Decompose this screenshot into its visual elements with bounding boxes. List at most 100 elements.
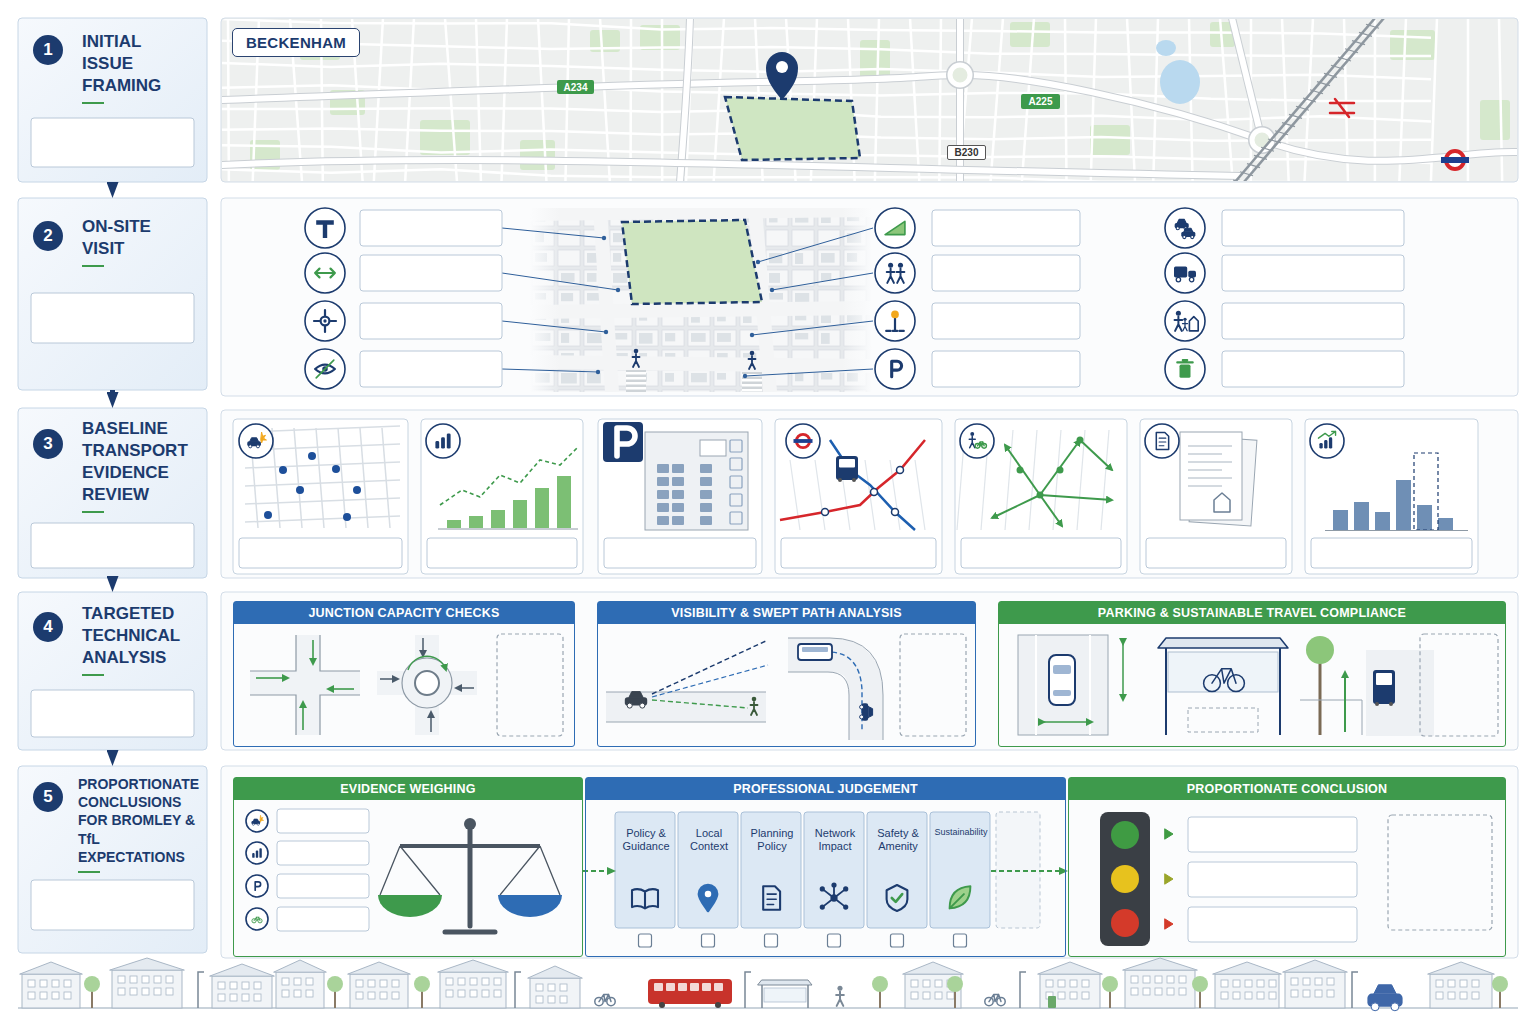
icon-bike xyxy=(254,917,260,921)
step-number: 5 xyxy=(33,782,63,812)
house xyxy=(154,976,161,983)
aerial-view xyxy=(662,390,684,392)
panel-header: JUNCTION CAPACITY CHECKS xyxy=(234,602,574,624)
analysis-panel: PARKING & SUSTAINABLE TRAVEL COMPLIANCE xyxy=(998,601,1506,747)
house xyxy=(118,988,125,995)
checkbox xyxy=(891,934,904,947)
icon-crash xyxy=(247,432,266,447)
icon-family xyxy=(1175,311,1199,331)
lamp-post xyxy=(515,972,521,1008)
aerial-view xyxy=(769,293,783,300)
label-text: PROPORTIONATE CONCLUSIONS FOR BROMLEY & … xyxy=(78,775,204,866)
icon-trend xyxy=(1324,440,1327,449)
parking-layout xyxy=(672,516,684,525)
house xyxy=(1245,992,1252,999)
crossroads-junction xyxy=(250,635,360,735)
illustration xyxy=(875,349,915,389)
blank-box xyxy=(1222,351,1404,387)
illustration xyxy=(1145,424,1179,458)
analysis-panel: JUNCTION CAPACITY CHECKS xyxy=(233,601,575,747)
transit-map xyxy=(897,467,904,474)
collision-map xyxy=(343,513,351,521)
house xyxy=(548,996,555,1003)
house xyxy=(368,992,375,999)
icon-bin xyxy=(1177,360,1192,362)
icon-crash xyxy=(252,823,254,825)
house xyxy=(1167,988,1174,995)
map-panel xyxy=(221,18,1518,182)
icon-walkbike xyxy=(977,442,984,446)
house xyxy=(1460,992,1467,999)
scales xyxy=(498,895,562,917)
visibility-splay xyxy=(652,665,768,697)
panel xyxy=(221,766,1518,958)
park xyxy=(1010,22,1050,47)
house xyxy=(1428,962,1494,1008)
street xyxy=(629,19,632,181)
title-underline xyxy=(78,871,100,873)
aerial-view xyxy=(792,330,814,346)
house xyxy=(254,994,261,1001)
number-text: 1 xyxy=(43,40,52,60)
railway-tie xyxy=(1282,123,1295,127)
parking-bay xyxy=(1018,635,1108,735)
parking-layout xyxy=(730,512,742,524)
icon-family xyxy=(1182,321,1187,330)
railway xyxy=(1244,19,1384,181)
road-label: A225 xyxy=(1021,94,1060,109)
traffic-count-chart xyxy=(535,488,549,528)
parking-layout xyxy=(700,503,712,512)
railway-tie xyxy=(1275,131,1288,135)
house xyxy=(1303,990,1310,997)
step-panel xyxy=(18,592,207,750)
checkbox xyxy=(639,934,652,947)
icon-family xyxy=(1175,317,1183,331)
house xyxy=(528,966,582,1008)
house xyxy=(1472,980,1479,987)
street xyxy=(1065,19,1066,181)
analysis-panel: PROPORTIONATE CONCLUSION xyxy=(1068,777,1506,957)
blank-box xyxy=(781,538,936,568)
traffic-count-chart xyxy=(557,476,571,528)
icon-bars xyxy=(441,437,445,448)
trip-chart xyxy=(1438,518,1453,530)
crossroads-junction xyxy=(312,640,314,664)
visibility-splay xyxy=(640,703,645,708)
house xyxy=(1233,992,1240,999)
bus-stop xyxy=(764,988,806,1002)
railway-tie xyxy=(1289,114,1302,118)
house xyxy=(1058,980,1065,987)
aerial-view xyxy=(766,270,788,286)
street-map xyxy=(222,19,1517,181)
aerial-view xyxy=(688,330,710,346)
house xyxy=(1291,978,1298,985)
traffic-count-chart xyxy=(469,516,483,528)
icon-network xyxy=(831,882,836,887)
title-block: PROPORTIONATE CONCLUSIONS FOR BROMLEY & … xyxy=(78,775,204,873)
visibility-splay xyxy=(606,640,768,722)
house xyxy=(130,988,137,995)
house xyxy=(294,990,301,997)
road xyxy=(530,362,872,366)
icon-tjunc xyxy=(316,223,334,238)
icon-doc xyxy=(1156,432,1168,449)
blank-box xyxy=(1146,538,1286,568)
traffic-count-chart xyxy=(491,510,505,528)
roundabout-junction xyxy=(408,656,446,670)
house xyxy=(218,994,225,1001)
step-panel xyxy=(18,18,207,182)
aerial-view xyxy=(634,349,639,354)
house xyxy=(1123,958,1197,1008)
icon-book xyxy=(632,889,658,908)
tree xyxy=(1492,976,1508,992)
house xyxy=(911,980,918,987)
icon-beacon xyxy=(886,330,904,332)
house xyxy=(306,978,313,985)
trip-chart xyxy=(1414,453,1438,530)
judgement-card xyxy=(615,812,675,928)
illustration xyxy=(875,253,915,293)
step-panel xyxy=(18,408,207,578)
judgement-card: Planning Policy xyxy=(742,813,802,929)
icon-family xyxy=(1176,311,1181,316)
aerial-view xyxy=(558,290,580,306)
